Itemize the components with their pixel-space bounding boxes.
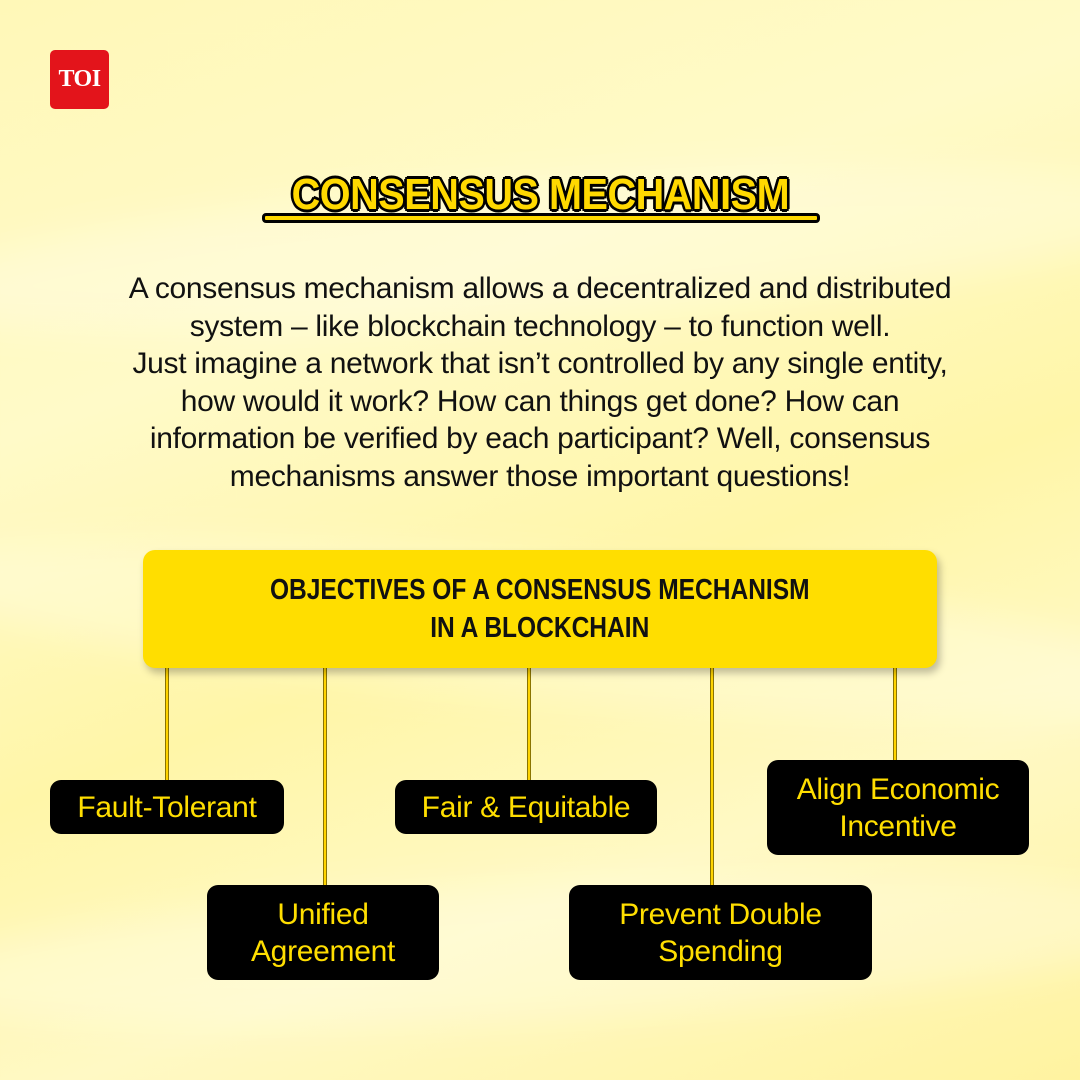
- objective-unified-agreement: Unified Agreement: [207, 885, 439, 980]
- heading-line: IN A BLOCKCHAIN: [430, 612, 650, 644]
- objective-prevent-double-spending: Prevent Double Spending: [569, 885, 872, 980]
- objectives-heading-box: OBJECTIVES OF A CONSENSUS MECHANISM IN A…: [143, 550, 937, 668]
- objective-label: Spending: [658, 934, 783, 968]
- toi-logo: TOI: [50, 50, 109, 109]
- intro-line: Just imagine a network that isn’t contro…: [132, 347, 948, 380]
- intro-line: system – like blockchain technology – to…: [189, 309, 891, 343]
- intro-line: how would it work? How can things get do…: [180, 384, 900, 418]
- objective-label: Unified: [277, 897, 369, 931]
- background-wave: [0, 846, 1080, 1054]
- objective-fault-tolerant: Fault-Tolerant: [50, 780, 284, 834]
- intro-line: mechanisms answer those important questi…: [229, 459, 851, 493]
- intro-line: information be verified by each particip…: [149, 422, 931, 455]
- objective-label: Incentive: [839, 809, 957, 843]
- objective-label: Fault-Tolerant: [77, 790, 257, 824]
- page-title: CONSENSUS MECHANISM: [0, 169, 1080, 226]
- objective-label: Prevent Double: [619, 897, 822, 931]
- connector-line: [527, 668, 531, 780]
- intro-line: A consensus mechanism allows a decentral…: [128, 272, 952, 305]
- connector-line: [710, 668, 714, 886]
- connector-line: [323, 668, 327, 886]
- intro-paragraph: A consensus mechanism allows a decentral…: [50, 270, 1030, 495]
- connector-line: [893, 668, 897, 760]
- title-underline: [262, 213, 820, 223]
- objectives-heading: OBJECTIVES OF A CONSENSUS MECHANISM IN A…: [247, 571, 834, 647]
- connector-line: [165, 668, 169, 780]
- objective-align-economic-incentive: Align Economic Incentive: [767, 760, 1029, 855]
- objective-fair-equitable: Fair & Equitable: [395, 780, 657, 834]
- page-title-text: CONSENSUS MECHANISM: [290, 169, 790, 220]
- objective-label: Fair & Equitable: [421, 790, 631, 824]
- objective-label: Align Economic: [796, 772, 1000, 806]
- heading-line: OBJECTIVES OF A CONSENSUS MECHANISM: [270, 574, 810, 606]
- objective-label: Agreement: [250, 934, 396, 968]
